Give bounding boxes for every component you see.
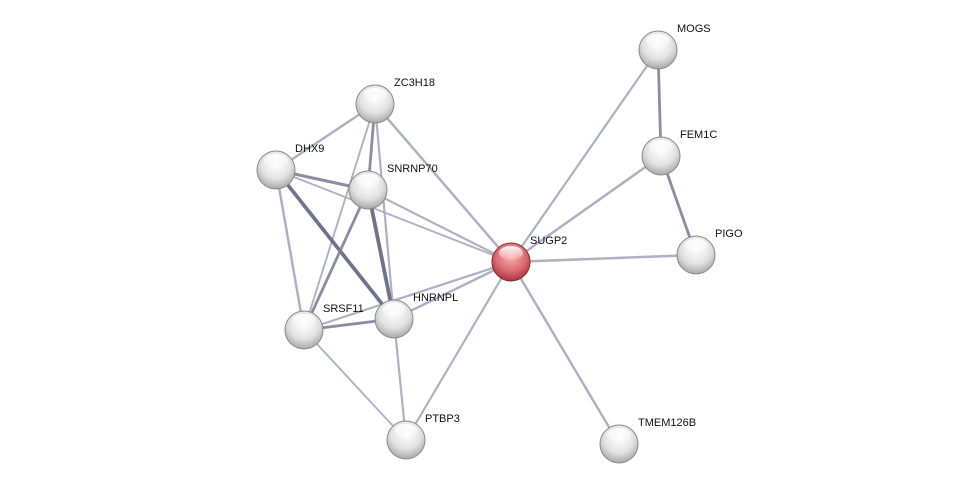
node-label: ZC3H18 bbox=[394, 77, 435, 89]
edge-hnrnpl-ptbp3[interactable] bbox=[392, 318, 408, 441]
node-pigo[interactable]: PIGO bbox=[676, 228, 743, 275]
node-label: HNRNPL bbox=[413, 292, 458, 304]
node-highlight bbox=[607, 428, 631, 442]
edge-snrnp70-srsf11[interactable] bbox=[302, 189, 370, 331]
edge-snrnp70-hnrnpl[interactable] bbox=[366, 189, 396, 320]
node-highlight bbox=[394, 424, 418, 438]
node-label: SRSF11 bbox=[323, 303, 364, 315]
node-highlight bbox=[356, 174, 380, 188]
edge-zc3h18-hnrnpl[interactable] bbox=[373, 103, 396, 320]
node-highlight bbox=[684, 239, 708, 253]
node-srsf11[interactable]: SRSF11 bbox=[284, 303, 364, 350]
edge-zc3h18-dhx9[interactable] bbox=[275, 102, 376, 172]
edge-dhx9-srsf11[interactable] bbox=[274, 169, 306, 331]
node-highlight bbox=[363, 88, 387, 102]
node-label: DHX9 bbox=[295, 143, 324, 155]
node-highlight bbox=[646, 34, 670, 48]
node-hnrnpl[interactable]: HNRNPL bbox=[374, 292, 458, 339]
node-label: TMEM126B bbox=[638, 417, 696, 429]
edge-sugp2-ptbp3[interactable] bbox=[405, 261, 512, 441]
edge-sugp2-snrnp70[interactable] bbox=[367, 189, 512, 263]
edge-sugp2-tmem126b[interactable] bbox=[509, 261, 621, 445]
node-label: MOGS bbox=[677, 23, 711, 35]
node-snrnp70[interactable]: SNRNP70 bbox=[348, 163, 438, 210]
edge-sugp2-dhx9[interactable] bbox=[275, 169, 512, 263]
edge-sugp2-zc3h18[interactable] bbox=[374, 103, 512, 263]
node-highlight bbox=[292, 314, 316, 328]
edge-pigo-sugp2[interactable] bbox=[510, 253, 697, 264]
edge-mogs-sugp2[interactable] bbox=[510, 49, 659, 263]
node-zc3h18[interactable]: ZC3H18 bbox=[355, 77, 435, 124]
node-dhx9[interactable]: DHX9 bbox=[256, 143, 324, 190]
node-highlight bbox=[649, 140, 673, 154]
node-label: SUGP2 bbox=[530, 235, 567, 247]
node-mogs[interactable]: MOGS bbox=[638, 23, 711, 70]
node-ptbp3[interactable]: PTBP3 bbox=[386, 413, 460, 460]
edge-sugp2-srsf11[interactable] bbox=[303, 260, 512, 332]
node-label: SNRNP70 bbox=[387, 163, 438, 175]
edge-fem1c-sugp2[interactable] bbox=[510, 154, 662, 264]
node-label: FEM1C bbox=[680, 129, 717, 141]
node-highlight bbox=[264, 154, 288, 168]
edge-srsf11-ptbp3[interactable] bbox=[303, 329, 407, 441]
node-label: PIGO bbox=[715, 228, 743, 240]
edge-sugp2-hnrnpl[interactable] bbox=[393, 260, 512, 321]
node-tmem126b[interactable]: TMEM126B bbox=[599, 417, 696, 464]
edge-zc3h18-srsf11[interactable] bbox=[303, 103, 376, 331]
node-sugp2[interactable]: SUGP2 bbox=[491, 235, 567, 282]
node-label: PTBP3 bbox=[425, 413, 460, 425]
edge-dhx9-hnrnpl[interactable] bbox=[274, 168, 396, 321]
node-highlight bbox=[382, 303, 406, 317]
node-highlight bbox=[499, 246, 523, 260]
node-fem1c[interactable]: FEM1C bbox=[641, 129, 717, 176]
